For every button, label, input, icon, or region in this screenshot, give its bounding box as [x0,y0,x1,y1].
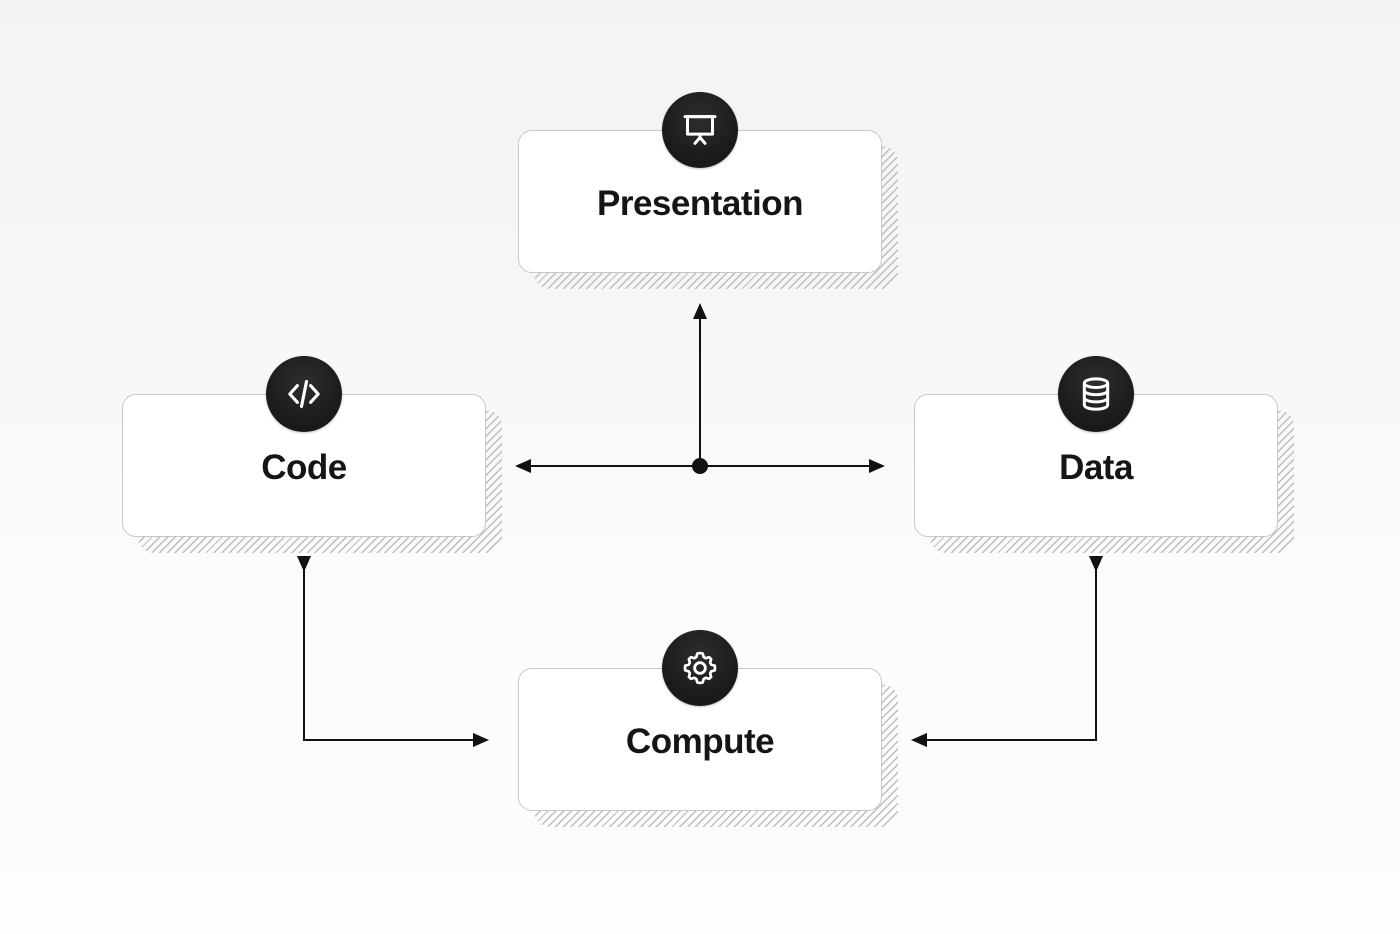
presentation-node-box[interactable]: Presentation [518,130,882,273]
data-node-label: Data [1059,447,1133,487]
presentation-board-icon [683,115,717,145]
code-brackets-icon [288,379,320,409]
data-node[interactable]: Data [914,356,1294,553]
code-badge [266,356,342,432]
compute-node-label: Compute [625,721,775,761]
gear-icon [683,651,717,685]
code-node-label: Code [261,447,347,487]
presentation-badge [662,92,738,168]
compute-node[interactable]: Compute [518,630,898,827]
compute-badge [662,630,738,706]
connector-hub-dot [692,458,708,474]
presentation-node-label: Presentation [597,183,804,223]
data-badge [1058,356,1134,432]
connector-data-to-compute [911,556,1103,747]
connector-code-to-compute [297,556,489,747]
code-node[interactable]: Code [122,356,502,553]
database-icon [1082,377,1110,411]
presentation-node[interactable]: Presentation [518,92,898,289]
